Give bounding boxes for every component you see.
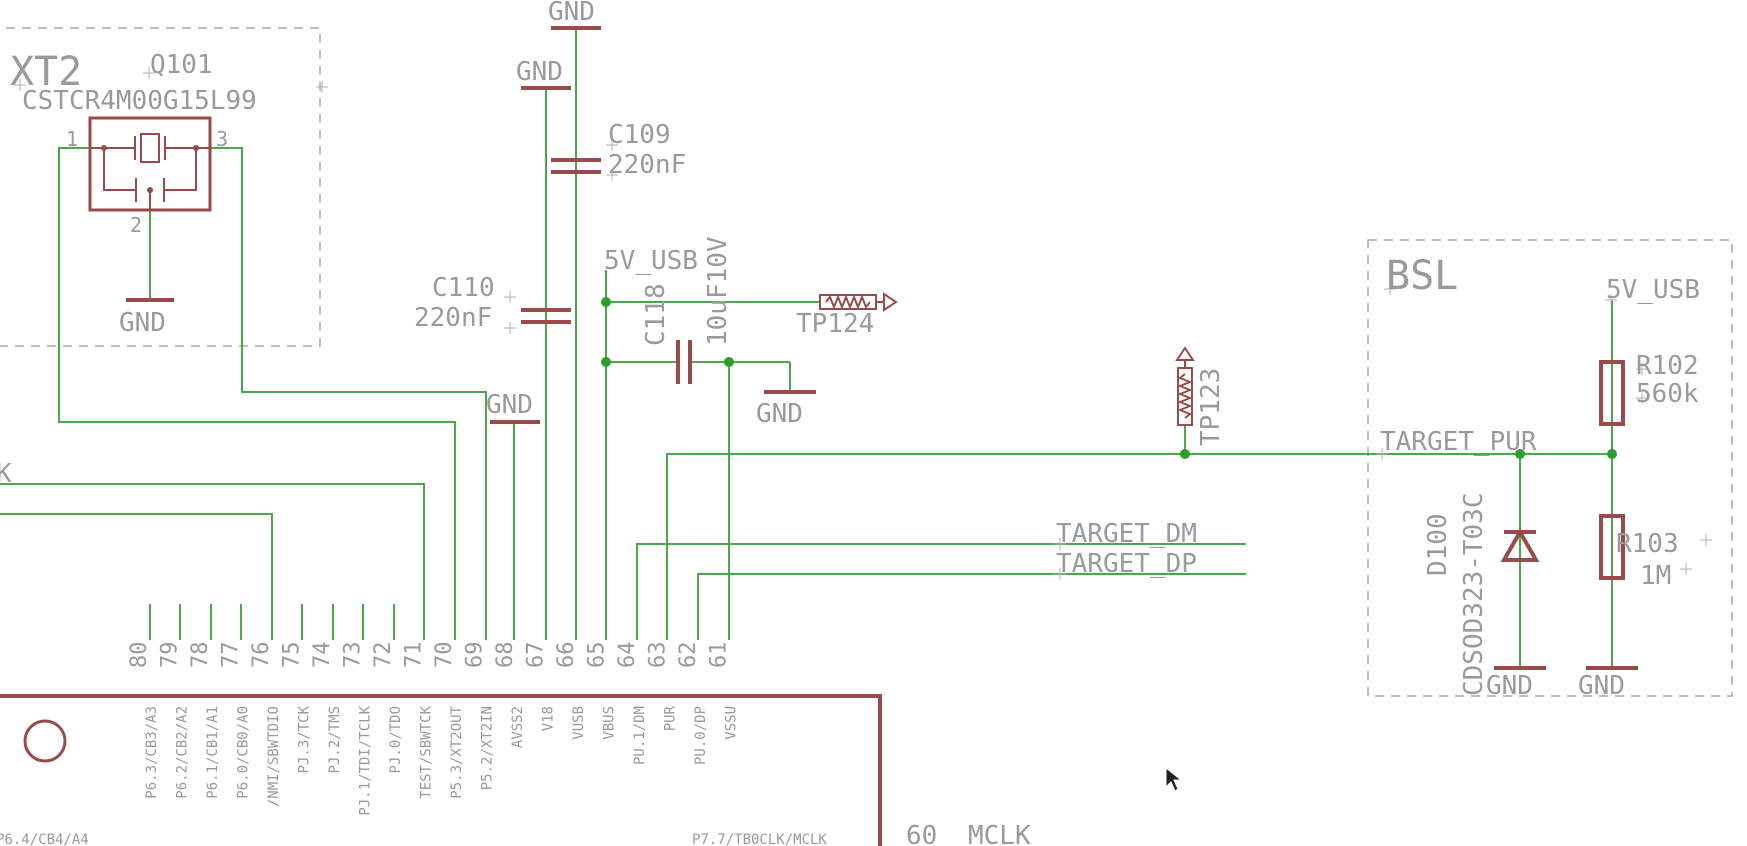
ic-pin-name: P5.3/XT2OUT <box>449 705 465 798</box>
ic-pin-name: PJ.3/TCK <box>297 705 313 773</box>
ic-pin-number: 78 <box>188 642 213 669</box>
c109-value: 220nF <box>608 150 686 180</box>
r102-ref: R102 <box>1636 351 1699 381</box>
ic-pin-name: PU.1/DM <box>632 706 648 765</box>
ic-pin-name: PJ.2/TMS <box>327 706 343 773</box>
ic-pin-number: 65 <box>585 642 610 669</box>
ic-pin-name: TEST/SBWTCK <box>419 705 435 798</box>
gnd-label-d100: GND <box>1486 671 1533 701</box>
q101-pin1: 1 <box>66 127 78 151</box>
c109-ref: C109 <box>608 120 671 150</box>
net-target-dm: TARGET_DM <box>1056 519 1197 549</box>
q101-ref: Q101 <box>150 50 213 80</box>
ic-pin-bottom-right: P7.7/TB0CLK/MCLK <box>692 832 827 846</box>
c110-value: 220nF <box>414 303 492 333</box>
ic-pin-number: 69 <box>463 642 488 669</box>
ic-pin-number: 75 <box>280 642 305 669</box>
gnd-label-c109-top: GND <box>548 0 595 27</box>
q101-value: CSTCR4M00G15L99 <box>22 86 257 116</box>
ic-pin-name: P6.2/CB2/A2 <box>175 706 191 799</box>
net-5v-usb-left: 5V_USB <box>604 246 698 276</box>
tp124-label: TP124 <box>796 309 874 339</box>
ic-pin-name: P5.2/XT2IN <box>480 706 496 790</box>
d100-ref: D100 <box>1423 513 1453 576</box>
resistor-r102 <box>1599 360 1625 426</box>
r103-value: 1M <box>1640 561 1671 591</box>
gnd-label-r103: GND <box>1578 671 1625 701</box>
junction-dots <box>601 297 1617 459</box>
ic-pin-bottom-left: P6.4/CB4/A4 <box>0 832 89 846</box>
ic-pin-name: P6.0/CB0/A0 <box>236 706 252 799</box>
ic-pin-name: AVSS2 <box>510 706 526 748</box>
ic-pin-names: P6.3/CB3/A3 P6.2/CB2/A2 P6.1/CB1/A1 P6.0/CB… <box>144 705 740 815</box>
ic-pin-number: 63 <box>646 642 671 669</box>
ic-pin-number: 79 <box>158 642 183 669</box>
ic-pin-number: 77 <box>219 642 244 669</box>
origin-marks <box>14 67 1712 580</box>
ic-pin-number: 68 <box>493 642 518 669</box>
ic-pin-number: 80 <box>127 642 152 669</box>
r103-ref: R103 <box>1616 529 1679 559</box>
ic-pin-60-net: MCLK <box>968 821 1031 846</box>
testpoint-tp123 <box>1175 346 1195 426</box>
xt2-label: XT2 <box>10 49 82 95</box>
gnd-label-c110: GND <box>516 57 563 87</box>
ic-pin-number: 71 <box>402 642 427 669</box>
net-target-dp: TARGET_DP <box>1056 549 1197 579</box>
resonator-q101 <box>88 116 212 212</box>
ic-pin-name: PUR <box>663 705 679 731</box>
ic-pin-number: 62 <box>676 642 701 669</box>
gnd-label-pin68: GND <box>486 390 533 420</box>
q101-pin2: 2 <box>130 213 142 237</box>
diode-d100 <box>1500 527 1540 562</box>
c118-ref: C118 <box>641 283 671 346</box>
bsl-frame <box>1367 239 1733 697</box>
gnd-label-xt2: GND <box>119 308 166 338</box>
ic-pin-name: /NMI/SBWTDIO <box>266 706 282 807</box>
ic-pin-number: 74 <box>310 642 335 669</box>
ic-pin-number: 61 <box>707 642 732 669</box>
c110-ref: C110 <box>432 273 495 303</box>
ic-pin-number: 67 <box>524 642 549 669</box>
c118-value: 10uF10V <box>703 236 733 346</box>
ic-pin-name: PJ.1/TDI/TCLK <box>358 705 374 815</box>
ic-pin-number: 76 <box>249 642 274 669</box>
net-target-pur: TARGET_PUR <box>1380 427 1537 457</box>
tp123-label: TP123 <box>1196 368 1226 446</box>
q101-pin3: 3 <box>216 127 228 151</box>
net-5v-usb-bsl: 5V_USB <box>1606 275 1700 305</box>
ic-pin-number: 64 <box>615 642 640 669</box>
ic-pin-number: 70 <box>432 642 457 669</box>
mouse-cursor-icon <box>1165 766 1183 792</box>
ic-pin-name: P6.1/CB1/A1 <box>205 706 221 799</box>
testpoint-tp124 <box>819 292 898 312</box>
gnd-label-c118: GND <box>756 399 803 429</box>
ic-pin-name: VBUS <box>602 706 618 740</box>
ic-pin-number: 72 <box>371 642 396 669</box>
xt2-frame <box>0 27 321 347</box>
net-left-fragment: K <box>0 459 12 489</box>
ic-pin-60-number: 60 <box>906 821 937 846</box>
ic-pin-name: VSSU <box>724 706 740 740</box>
ic-pin-number: 73 <box>341 642 366 669</box>
d100-value: CDSOD323-T03C <box>1459 493 1489 697</box>
ic-pin-name: PJ.0/TDO <box>388 706 404 773</box>
r102-value: 560k <box>1636 379 1699 409</box>
capacitor-c118 <box>676 340 692 384</box>
bsl-label: BSL <box>1386 253 1458 299</box>
ic-pin-number: 66 <box>554 642 579 669</box>
ic-pin-name: PU.0/DP <box>693 706 709 765</box>
ic-pin-name: VUSB <box>571 706 587 740</box>
ic-pin-name: V18 <box>541 706 557 731</box>
capacitor-c110 <box>521 308 571 324</box>
net-wires <box>0 28 1613 668</box>
ic-pin-name: P6.3/CB3/A3 <box>144 706 160 799</box>
capacitor-c109 <box>551 158 601 174</box>
resistor-r103 <box>1599 514 1625 580</box>
mcu-ic <box>0 694 882 846</box>
